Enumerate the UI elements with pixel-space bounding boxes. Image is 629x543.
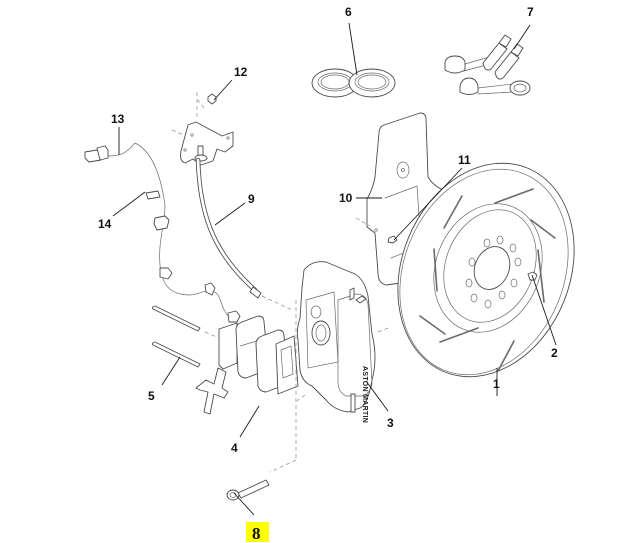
bleed-nipples — [444, 34, 531, 96]
callout-3: 3 — [387, 416, 394, 430]
leader-4 — [239, 405, 260, 438]
callouts: 1 2 3 4 5 6 7 8 9 10 11 12 13 14 — [98, 5, 558, 543]
callout-2: 2 — [551, 346, 558, 360]
leader-5 — [161, 356, 181, 386]
callout-5: 5 — [148, 389, 155, 403]
wear-sensor-harness — [84, 142, 241, 323]
leader-7 — [513, 24, 531, 50]
callout-13: 13 — [111, 112, 125, 126]
leader-3 — [365, 380, 389, 412]
leader-11 — [393, 167, 463, 241]
callout-8-highlight — [246, 522, 269, 542]
bracket-bolt — [197, 93, 217, 109]
brake-caliper: ASTON MARTIN — [296, 261, 389, 423]
callout-7: 7 — [527, 5, 534, 19]
lug-holes — [465, 235, 522, 309]
callout-8: 8 — [252, 524, 261, 543]
brake-pads — [218, 315, 299, 395]
seal-washers — [311, 68, 396, 98]
callout-6: 6 — [345, 5, 352, 19]
disc-slots — [419, 188, 556, 372]
callout-9: 9 — [248, 192, 255, 206]
pad-retaining-pins — [151, 305, 220, 368]
callout-14: 14 — [98, 217, 112, 231]
leader-14 — [112, 191, 146, 217]
leader-2 — [531, 274, 557, 346]
callout-4: 4 — [231, 441, 238, 455]
leader-8 — [233, 492, 255, 516]
callout-1: 1 — [493, 377, 500, 391]
leader-lines — [112, 22, 557, 516]
callout-12: 12 — [234, 65, 248, 79]
brake-hose — [195, 157, 293, 311]
caliper-mounting-bolt — [226, 300, 297, 501]
sensor-connector — [145, 190, 161, 200]
caliper-brand-marking: ASTON MARTIN — [361, 366, 368, 423]
callout-10: 10 — [339, 191, 353, 205]
leader-12 — [213, 79, 233, 101]
callout-11: 11 — [458, 153, 471, 167]
leader-6 — [348, 22, 358, 76]
anti-rattle-clip — [195, 367, 229, 415]
leader-9 — [214, 202, 246, 226]
dust-shield-screw — [387, 235, 398, 244]
hose-bracket — [171, 92, 234, 166]
